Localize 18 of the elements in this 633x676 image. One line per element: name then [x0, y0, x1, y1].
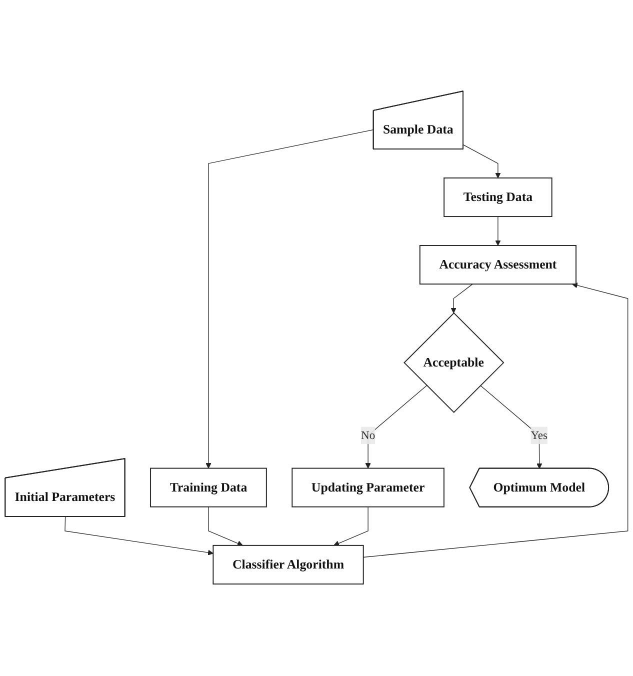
arrow [480, 386, 542, 470]
node-box: Updating Parameter [292, 468, 444, 508]
node-box: Accuracy Assessment [419, 245, 576, 285]
arrow [463, 144, 501, 179]
node-diamond: Acceptable [404, 312, 504, 414]
arrow [64, 516, 214, 556]
arrow [206, 130, 374, 469]
arrow [363, 283, 628, 558]
node-box: Classifier Algorithm [212, 545, 364, 585]
node-box: Testing Data [444, 178, 552, 218]
arrow [450, 284, 473, 314]
edge-label: No [360, 429, 376, 442]
arrow [334, 506, 368, 546]
arrow [495, 216, 501, 246]
node-box: Training Data [150, 468, 267, 508]
edge-label: Yes [530, 429, 548, 442]
arrow [208, 506, 243, 546]
arrow [365, 386, 428, 469]
